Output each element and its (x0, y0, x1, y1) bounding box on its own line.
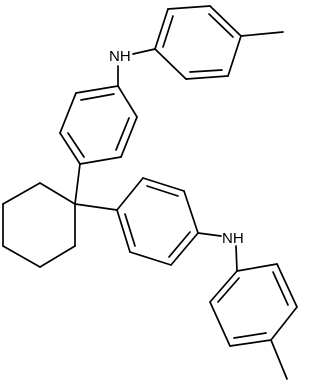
phenylene-ring-lower (116, 177, 199, 266)
molecule-structure: NH (2, 5, 298, 380)
phenylene-ring-upper (59, 85, 138, 165)
cyclohexane-ring (2, 182, 76, 268)
bond-ring-to-cyclohexane-upper (74, 163, 81, 205)
nh-bonds-top (117, 48, 156, 87)
tolyl-ring-bottom (209, 263, 298, 347)
tolyl-ring-top (154, 5, 242, 80)
bond-cyclohexane-to-ring-lower (74, 203, 118, 211)
nh-bonds-bottom (197, 232, 238, 272)
nh-label-top: NH (109, 48, 131, 65)
methyl-top (240, 31, 284, 37)
methyl-bottom (270, 339, 288, 380)
nh-label-bottom: NH (222, 230, 244, 247)
